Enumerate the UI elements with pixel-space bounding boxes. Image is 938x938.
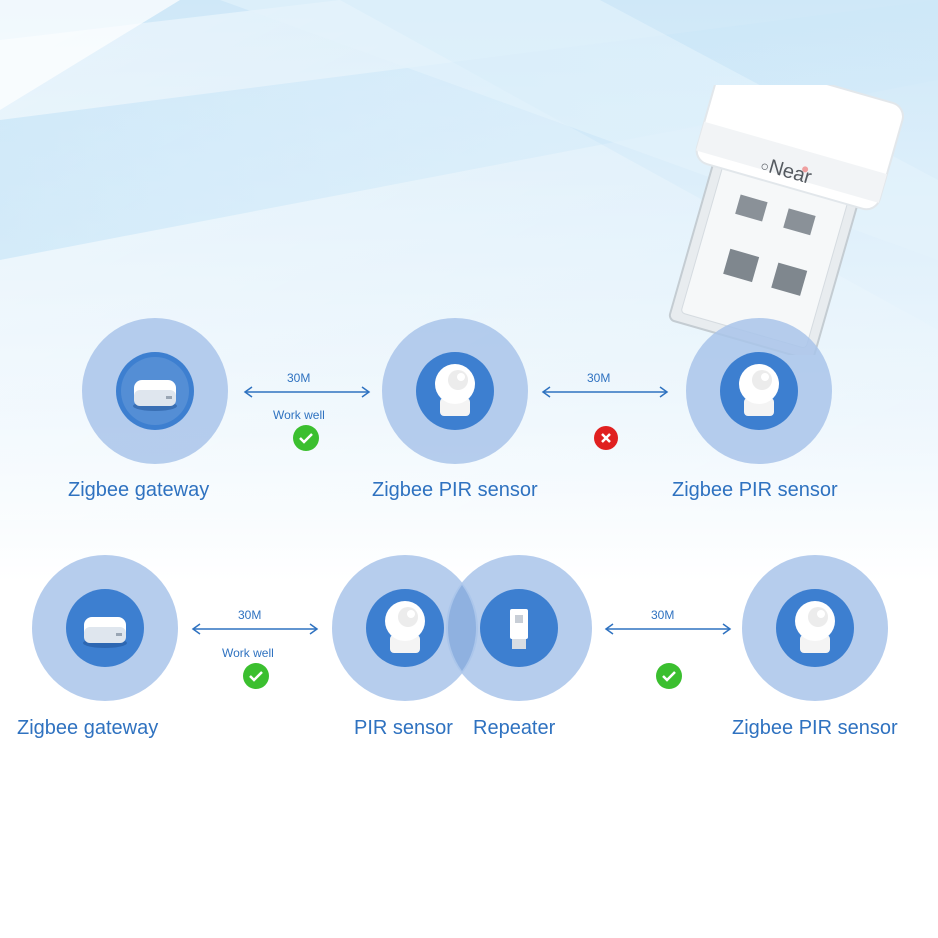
link-note: Work well [222,646,274,660]
link-distance: 30M [238,608,262,622]
node-circle-gateway [32,555,178,701]
check-icon [656,663,682,689]
node-circle-pir-repeater [332,555,592,701]
cross-icon [594,426,618,450]
pir-sensor-icon [435,364,475,416]
node-circle-pir-1 [382,318,528,464]
node-circle-pir-3 [742,555,888,701]
pir-sensor-icon [385,601,425,653]
node-circle-gateway [82,318,228,464]
link-distance: 30M [287,371,311,385]
pir-sensor-icon [739,364,779,416]
link-distance: 30M [587,371,611,385]
link-note: Work well [273,408,325,422]
gateway-icon [133,380,177,411]
node-label: Zigbee PIR sensor [672,479,838,501]
node-label: Zigbee gateway [17,717,159,739]
node-label: PIR sensor [354,717,453,739]
link-distance: 30M [651,608,675,622]
link-arrow-2 [541,386,669,398]
node-circle-pir-2 [686,318,832,464]
node-label: Zigbee PIR sensor [732,717,898,739]
check-icon [293,425,319,451]
check-icon [243,663,269,689]
link-arrow-4 [604,623,732,635]
usb-dongle-image [668,85,904,355]
link-arrow-3 [191,623,319,635]
node-label: Zigbee gateway [68,479,210,501]
pir-sensor-icon [795,601,835,653]
node-label: Repeater [473,717,556,739]
node-label: Zigbee PIR sensor [372,479,538,501]
link-arrow-1 [243,386,371,398]
gateway-icon [83,617,127,648]
repeater-icon [510,609,528,649]
